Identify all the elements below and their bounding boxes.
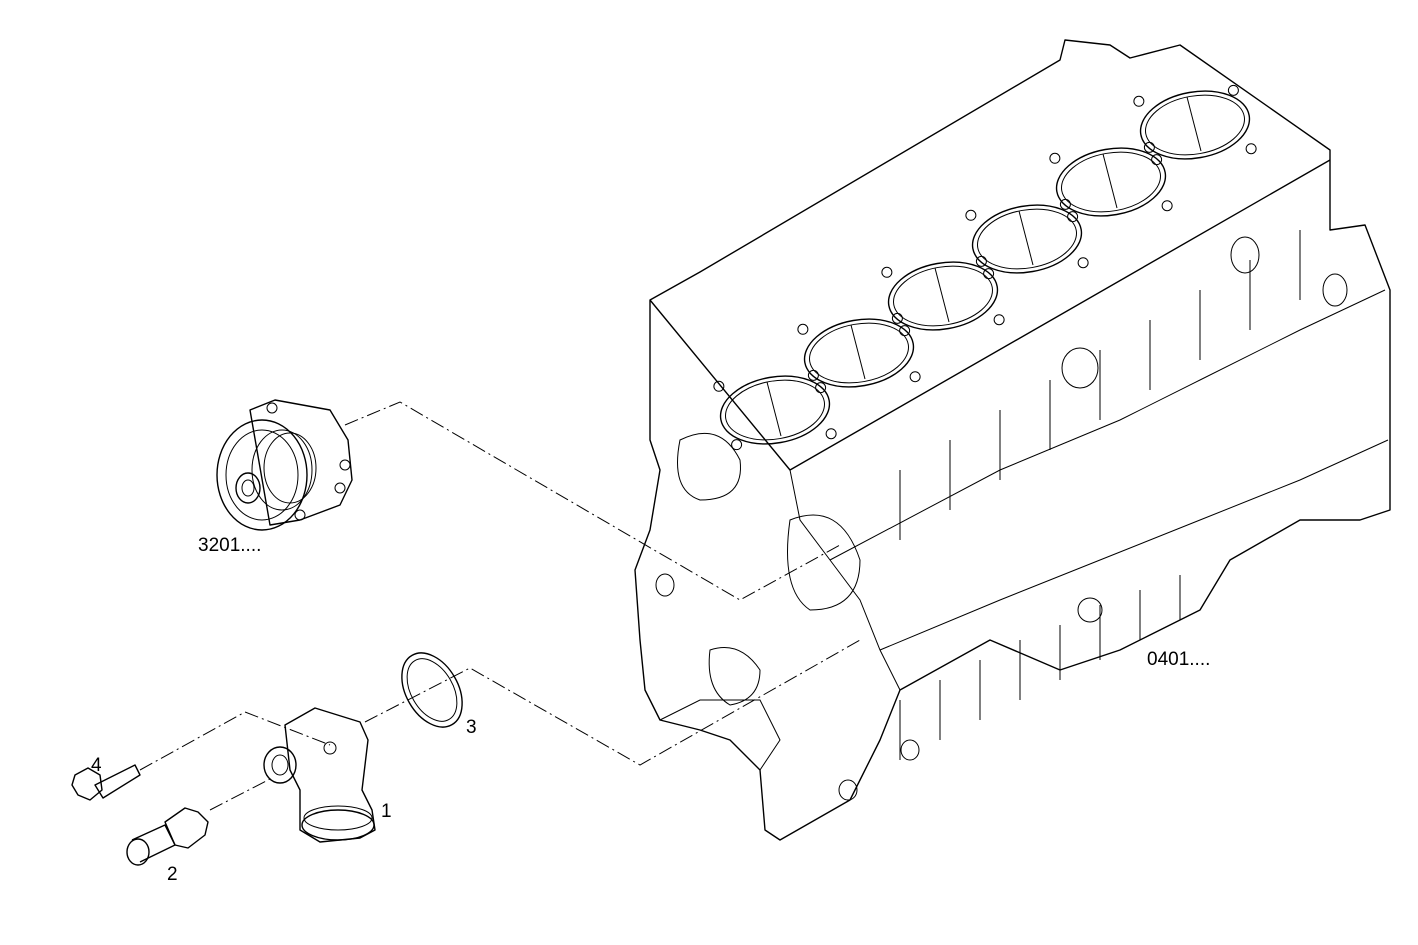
leader-line-water-pump xyxy=(344,401,841,601)
head-bolt-hole xyxy=(1245,143,1257,155)
head-bolt-hole xyxy=(1049,152,1061,164)
cylinder-bore xyxy=(1139,90,1251,160)
callout-water-pump: 3201.... xyxy=(198,535,262,556)
head-bolt-hole xyxy=(1077,257,1089,269)
cylinder-bore xyxy=(803,318,915,388)
water-pump xyxy=(216,399,353,531)
bore-highlight xyxy=(934,267,950,323)
head-bolt-hole xyxy=(1161,200,1173,212)
cylinder-bore xyxy=(977,208,1077,270)
head-bolt-hole xyxy=(815,382,827,394)
head-bolt-hole xyxy=(993,314,1005,326)
cylinder-bore xyxy=(725,379,825,441)
head-bolt-hole xyxy=(909,371,921,383)
cylinder-bore xyxy=(1055,147,1167,217)
callout-engine-block: 0401.... xyxy=(1147,649,1211,670)
head-bolt-hole xyxy=(825,428,837,440)
leader-line-bolt xyxy=(139,711,331,771)
cylinder-bore xyxy=(971,204,1083,274)
head-bolt-hole xyxy=(731,439,743,451)
cylinder-bore xyxy=(719,375,831,445)
head-bolt-hole xyxy=(1133,95,1145,107)
cylinder-bore xyxy=(893,265,993,327)
cylinder-bore xyxy=(887,261,999,331)
callout-item-4: 4 xyxy=(91,755,102,776)
head-bolt-hole xyxy=(1151,154,1163,166)
cylinder-bores xyxy=(713,84,1257,451)
head-bolt-hole xyxy=(713,380,725,392)
coolant-elbow-fitting xyxy=(263,707,376,843)
head-bolt-hole xyxy=(983,268,995,280)
cylinder-bore xyxy=(1061,151,1161,213)
bore-highlight xyxy=(850,324,866,380)
head-bolt-hole xyxy=(965,209,977,221)
leader-line-connector xyxy=(209,777,273,811)
head-bolt-hole xyxy=(881,266,893,278)
head-bolt-hole xyxy=(797,323,809,335)
leader-line-fitting xyxy=(364,639,861,766)
cylinder-bore xyxy=(809,322,909,384)
o-ring xyxy=(401,652,463,728)
head-bolt-hole xyxy=(1227,84,1239,96)
head-bolt-hole xyxy=(899,325,911,337)
callout-item-2: 2 xyxy=(167,864,178,885)
head-bolt-hole xyxy=(1067,211,1079,223)
bore-highlight xyxy=(1018,210,1034,266)
flange-bolt xyxy=(71,764,141,801)
bore-highlight xyxy=(766,381,782,437)
cylinder-bore xyxy=(1145,94,1245,156)
callout-item-1: 1 xyxy=(381,801,392,822)
hose-connector xyxy=(126,807,209,866)
callout-item-3: 3 xyxy=(466,717,477,738)
engine-block xyxy=(634,39,1391,841)
bore-highlight xyxy=(1102,153,1118,209)
bore-highlight xyxy=(1186,96,1202,152)
